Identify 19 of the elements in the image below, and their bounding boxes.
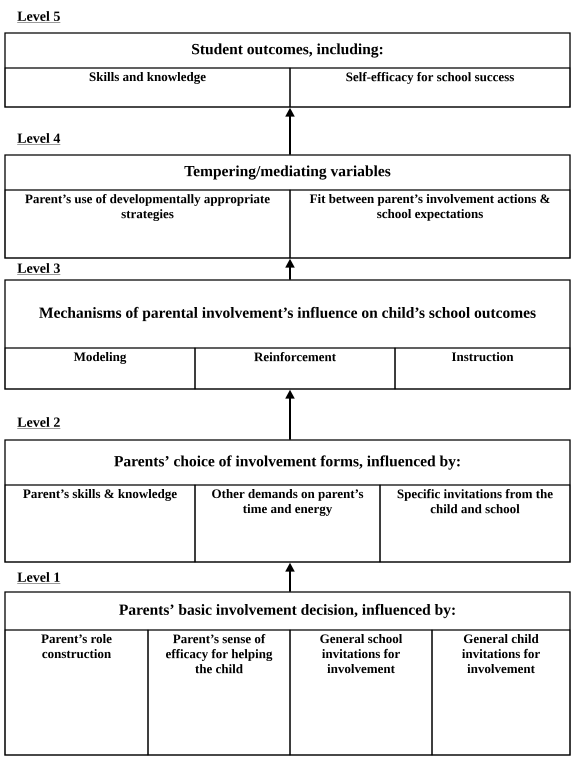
level-label: Level 1 [17, 572, 61, 584]
factor-cell: Modeling [4, 347, 196, 390]
factor-cell: General child invitations for involvement [431, 629, 571, 756]
factor-cell: Self-efficacy for school success [289, 67, 571, 108]
level-label: Level 4 [17, 133, 61, 145]
factor-cell: Parent’s role construction [4, 629, 149, 756]
factor-cell: Skills and knowledge [4, 67, 291, 108]
factor-cell: General school invitations for involvement [289, 629, 433, 756]
level-label: Level 2 [17, 417, 61, 429]
level-label: Level 3 [17, 263, 61, 275]
factor-cell: Instruction [394, 347, 571, 390]
level-label: Level 5 [17, 11, 61, 23]
factor-cell: Parent’s sense of efficacy for helping the child [147, 629, 291, 756]
factor-cell: Parent’s use of developmentally appropriate strategies [4, 189, 291, 259]
factor-cell: Reinforcement [194, 347, 396, 390]
factor-cell: Parent’s skills & knowledge [4, 484, 196, 563]
factor-cell: Other demands on parent’s time and energy [194, 484, 381, 563]
factor-cell: Fit between parent’s involvement actions & school expectations [289, 189, 571, 259]
factor-cell: Specific invitations from the child and school [379, 484, 571, 563]
